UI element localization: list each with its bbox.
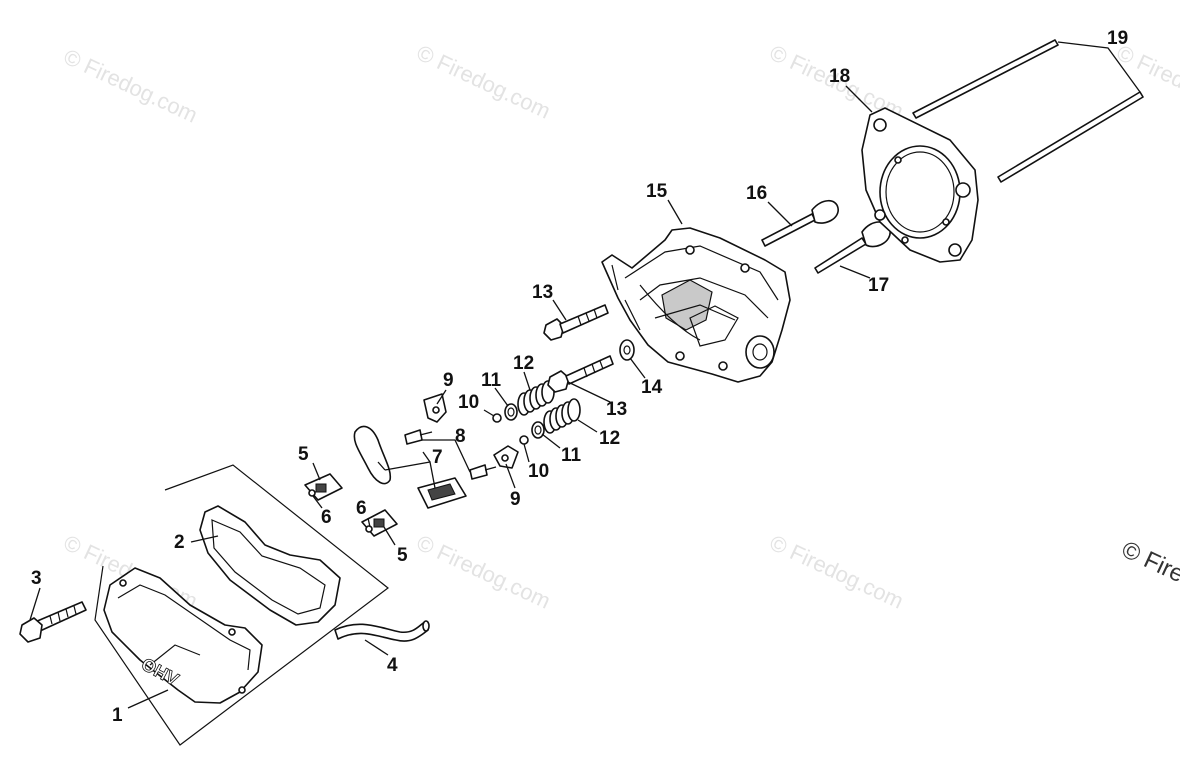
callout-13-lower: 13 [606,399,627,420]
head-bolt-upper [543,304,609,341]
valve-exhaust [814,221,891,274]
head-gasket [861,107,979,263]
head-bolt-lower [547,355,614,393]
rocker-arms [353,425,467,509]
pivot-studs [404,429,497,480]
watermark: © Firedog.com [60,44,202,128]
callout-11-upper: 11 [481,370,502,391]
watermark-edge: © Fire [1117,536,1180,588]
callout-7: 7 [432,447,443,468]
callout-18: 18 [829,66,850,87]
callout-9-upper: 9 [443,370,454,391]
callout-17: 17 [868,275,889,296]
valve-intake [761,199,839,247]
callout-19: 19 [1107,28,1128,49]
breather-hose [334,620,430,642]
callout-8: 8 [455,426,466,447]
callout-5-upper: 5 [298,444,309,465]
callout-6-upper: 6 [321,507,332,528]
valve-keepers [492,413,529,445]
callout-6-lower: 6 [356,498,367,519]
push-rods [912,39,1144,183]
spring-retainers [504,403,545,439]
cylinder-head [601,227,791,383]
push-rod-guide-upper [423,393,447,423]
callout-13-upper: 13 [532,282,553,303]
watermark: © Firedog.com [413,530,555,614]
callout-10-upper: 10 [458,392,479,413]
leader-lines [29,41,1141,709]
lock-plate-upper [304,473,343,501]
callout-2: 2 [174,532,185,553]
washer [619,339,635,361]
callout-16: 16 [746,183,767,204]
callout-11-lower: 11 [561,445,582,466]
watermark: © Firedog.com [1113,40,1180,124]
callout-15: 15 [646,181,668,202]
callout-10-lower: 10 [528,461,549,482]
watermark: © Firedog.com [413,40,555,124]
callout-12-lower: 12 [599,428,620,449]
callout-9-lower: 9 [510,489,521,510]
callout-labels: 1 2 3 4 5 5 6 6 7 8 9 9 10 10 11 11 12 1… [31,28,1128,726]
cover-gasket [199,505,341,626]
callout-12-upper: 12 [513,353,534,374]
push-rod-guide-lower [493,445,519,469]
assembly-group-outline [94,464,389,746]
callout-5-lower: 5 [397,545,408,566]
callout-3: 3 [31,568,42,589]
lock-plate-lower [361,509,398,537]
callout-4: 4 [387,655,398,676]
cover-bolt [19,601,87,643]
valve-spring-lower [543,398,581,434]
callout-14: 14 [641,377,663,398]
callout-1: 1 [112,705,123,726]
watermark: © Firedog.com [766,530,908,614]
